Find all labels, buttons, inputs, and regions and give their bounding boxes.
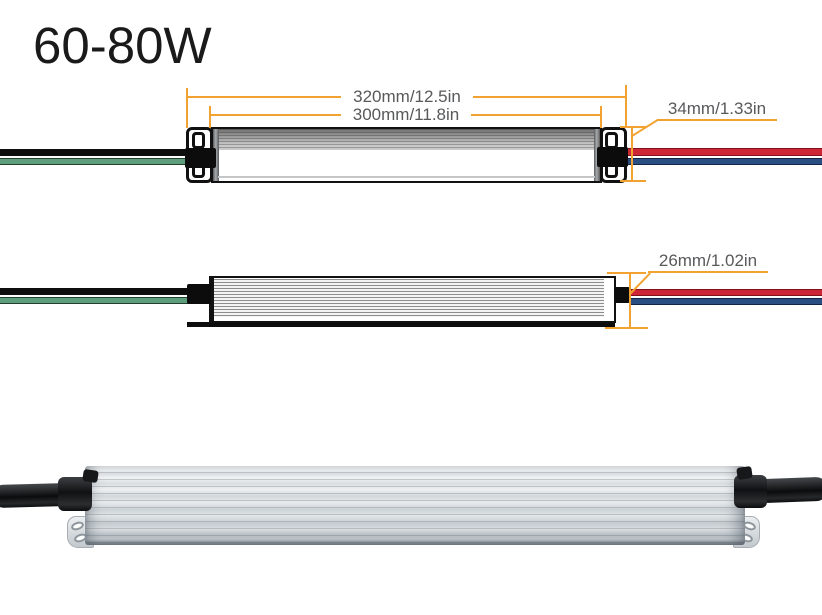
heatsink-ribs-top [218, 129, 595, 150]
dimension-tick [600, 106, 602, 128]
cable-gland-left [185, 148, 216, 168]
dimension-overall-length: 320mm/12.5in [187, 87, 628, 106]
mounting-slot [192, 132, 205, 149]
dimension-line [472, 96, 628, 98]
dimension-label-overall-length: 320mm/12.5in [353, 87, 461, 106]
dimension-tick [620, 180, 646, 182]
dimension-line [210, 114, 341, 116]
heatsink-ribs-side [214, 279, 604, 317]
gland-clip [736, 466, 753, 480]
output-wire-blue [629, 298, 822, 305]
dimension-tick [625, 85, 627, 128]
dimension-tick [186, 88, 188, 128]
dimension-tick [605, 327, 648, 329]
output-wire-blue [628, 158, 822, 165]
photo-cable-gland-left [58, 469, 99, 511]
dimension-label-body-length: 300mm/11.8in [352, 105, 460, 124]
dimension-line-width [631, 126, 633, 182]
dimension-underline [657, 119, 777, 121]
output-wire-red [629, 289, 822, 296]
photo-cable-gland-right [734, 466, 767, 508]
end-cap-joint-left [213, 129, 219, 181]
product-title: 60-80W [33, 17, 212, 74]
mounting-hole [70, 520, 85, 532]
dimension-tick [607, 272, 646, 274]
mounting-base-plate [187, 322, 615, 327]
output-wire-red [628, 148, 822, 156]
dimension-label-width: 34mm/1.33in [667, 99, 767, 118]
cable-gland-right [614, 287, 630, 303]
dimension-body-length: 300mm/11.8in [210, 106, 602, 124]
device-body-top-view [211, 127, 602, 183]
input-wire-black [0, 288, 189, 295]
dimension-label-height: 26mm/1.02in [658, 251, 758, 270]
cable-gland-left [187, 284, 211, 304]
dimension-line-height [629, 272, 631, 329]
cable-gland-right [597, 147, 628, 167]
dimension-tick [209, 106, 211, 128]
gland-clip [82, 469, 99, 483]
input-wire-green [0, 158, 190, 165]
input-wire-black [0, 149, 190, 156]
device-body-side-view [209, 276, 616, 323]
dimension-underline [648, 271, 768, 273]
dimension-line [187, 96, 342, 98]
photo-aluminum-body [85, 466, 745, 545]
dimension-line [471, 114, 602, 116]
input-wire-green [0, 297, 189, 304]
panel-seam [218, 176, 595, 178]
dimension-tick [620, 126, 646, 128]
